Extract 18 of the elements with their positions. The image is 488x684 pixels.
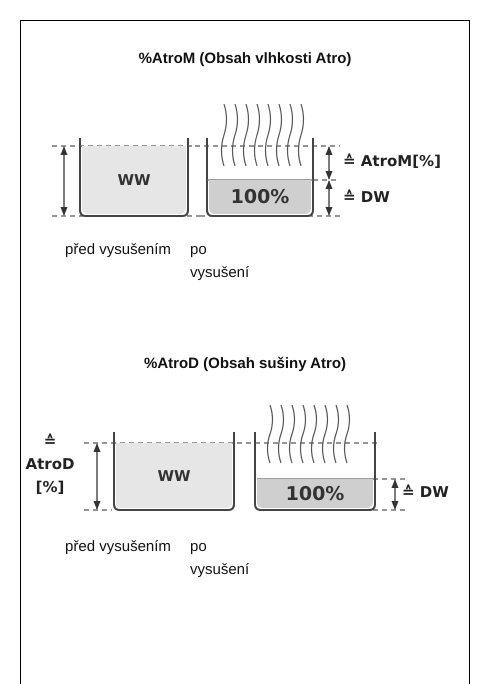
- liquid-fill: [82, 146, 186, 214]
- dimension-label: ≙ AtroM[%]: [343, 152, 441, 170]
- percent-label: 100%: [230, 186, 290, 208]
- liquid-fill: [257, 479, 373, 508]
- dimension-label: ≙ DW: [402, 483, 449, 501]
- caption: před vysušením: [64, 537, 172, 557]
- liquid-fill: [209, 180, 311, 214]
- caption: po vysušení: [190, 537, 250, 580]
- liquid-fill: [116, 443, 232, 508]
- percent-label: 100%: [286, 482, 344, 504]
- sample-label: WW: [157, 466, 191, 484]
- dimension-label: ≙ DW: [343, 188, 390, 206]
- caption: před vysušením: [64, 240, 172, 260]
- heading: %AtroD (Obsah sušiny Atro): [143, 355, 347, 372]
- sample-label: WW: [117, 171, 151, 189]
- heading: %AtroM (Obsah vlhkosti Atro): [138, 50, 352, 67]
- dimension-label: ≙ AtroD [%]: [24, 431, 76, 498]
- caption: po vysušení: [190, 240, 250, 283]
